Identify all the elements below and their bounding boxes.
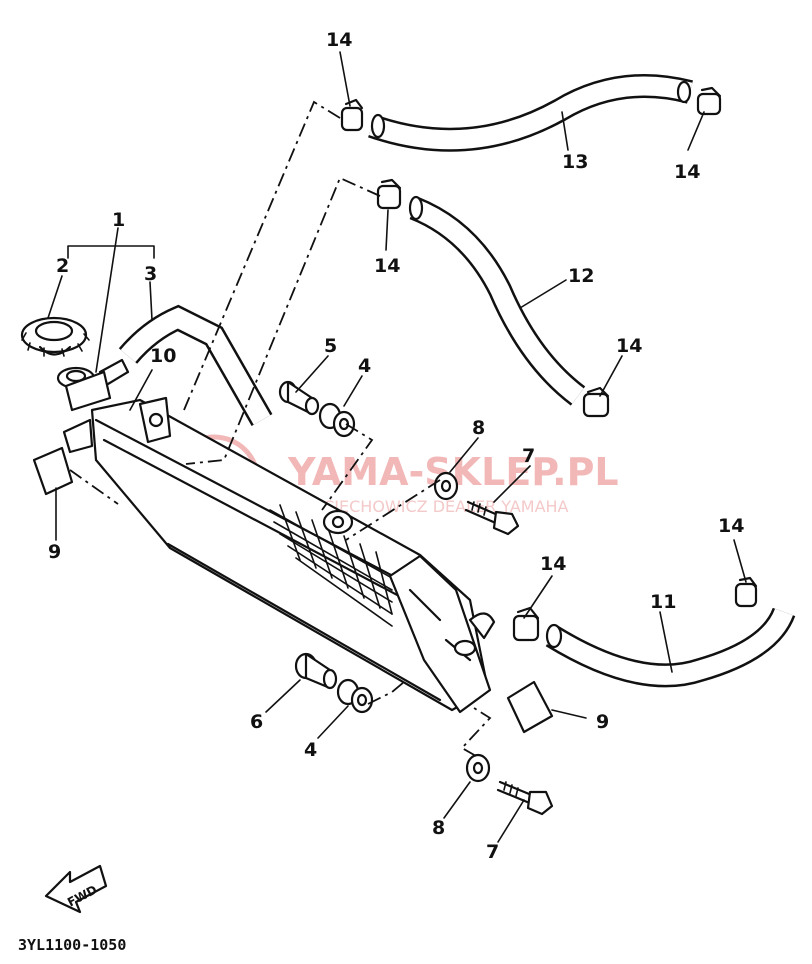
hose-13 <box>368 74 693 152</box>
bolt-upper <box>464 500 520 536</box>
leader-lines <box>47 51 747 843</box>
collar-5 <box>278 380 320 416</box>
fwd-arrow-icon: FWD <box>44 864 108 914</box>
callout-11: 11 <box>650 591 676 613</box>
hose-12 <box>408 195 586 406</box>
callout-10: 10 <box>150 345 176 367</box>
callout-4-upper: 4 <box>358 355 371 377</box>
pad-right <box>506 680 554 734</box>
clamp-icon <box>582 386 610 418</box>
callout-2: 2 <box>56 255 69 277</box>
callout-12: 12 <box>568 265 594 287</box>
callout-14-a: 14 <box>326 29 352 51</box>
grommet-lower <box>336 678 374 714</box>
clamp-icon <box>340 98 364 132</box>
callout-7-lower: 7 <box>486 841 499 863</box>
callout-3: 3 <box>144 263 157 285</box>
callout-1: 1 <box>112 209 125 231</box>
radiator <box>62 396 496 714</box>
callout-4-lower: 4 <box>304 739 317 761</box>
watermark-subtitle: WOJCIECHOWICZ DEALER YAMAHA <box>290 497 569 516</box>
clamp-icon <box>696 86 722 116</box>
clamp-icon <box>734 576 758 608</box>
callout-14-b: 14 <box>674 161 700 183</box>
callout-8-lower: 8 <box>432 817 445 839</box>
pad-left <box>32 446 74 496</box>
grommet-upper <box>318 402 356 438</box>
radiator-cap <box>20 316 90 357</box>
callout-6: 6 <box>250 711 263 733</box>
diagram-code: 3YL1100-1050 <box>18 936 126 954</box>
filler-neck <box>64 304 273 426</box>
callout-14-e: 14 <box>540 553 566 575</box>
callout-8-upper: 8 <box>472 417 485 439</box>
collar-6 <box>294 652 338 690</box>
callout-5: 5 <box>324 335 337 357</box>
callout-14-d: 14 <box>616 335 642 357</box>
callout-14-c: 14 <box>374 255 400 277</box>
callouts: 1 2 3 4 4 5 6 7 7 8 8 9 9 10 11 12 13 14… <box>48 29 744 863</box>
callout-7-upper: 7 <box>522 445 535 467</box>
hose-11 <box>545 607 796 688</box>
clamp-icon <box>376 178 402 210</box>
bolt-lower <box>496 780 554 816</box>
washer-upper <box>433 471 459 501</box>
callout-9-left: 9 <box>48 541 61 563</box>
callout-9-right: 9 <box>596 711 609 733</box>
assembly-lines <box>69 100 492 757</box>
callout-14-f: 14 <box>718 515 744 537</box>
washer-lower <box>465 753 491 783</box>
callout-13: 13 <box>562 151 588 173</box>
hose-clamps <box>340 86 758 642</box>
radiator-fins <box>269 504 393 627</box>
clamp-icon <box>512 606 540 642</box>
